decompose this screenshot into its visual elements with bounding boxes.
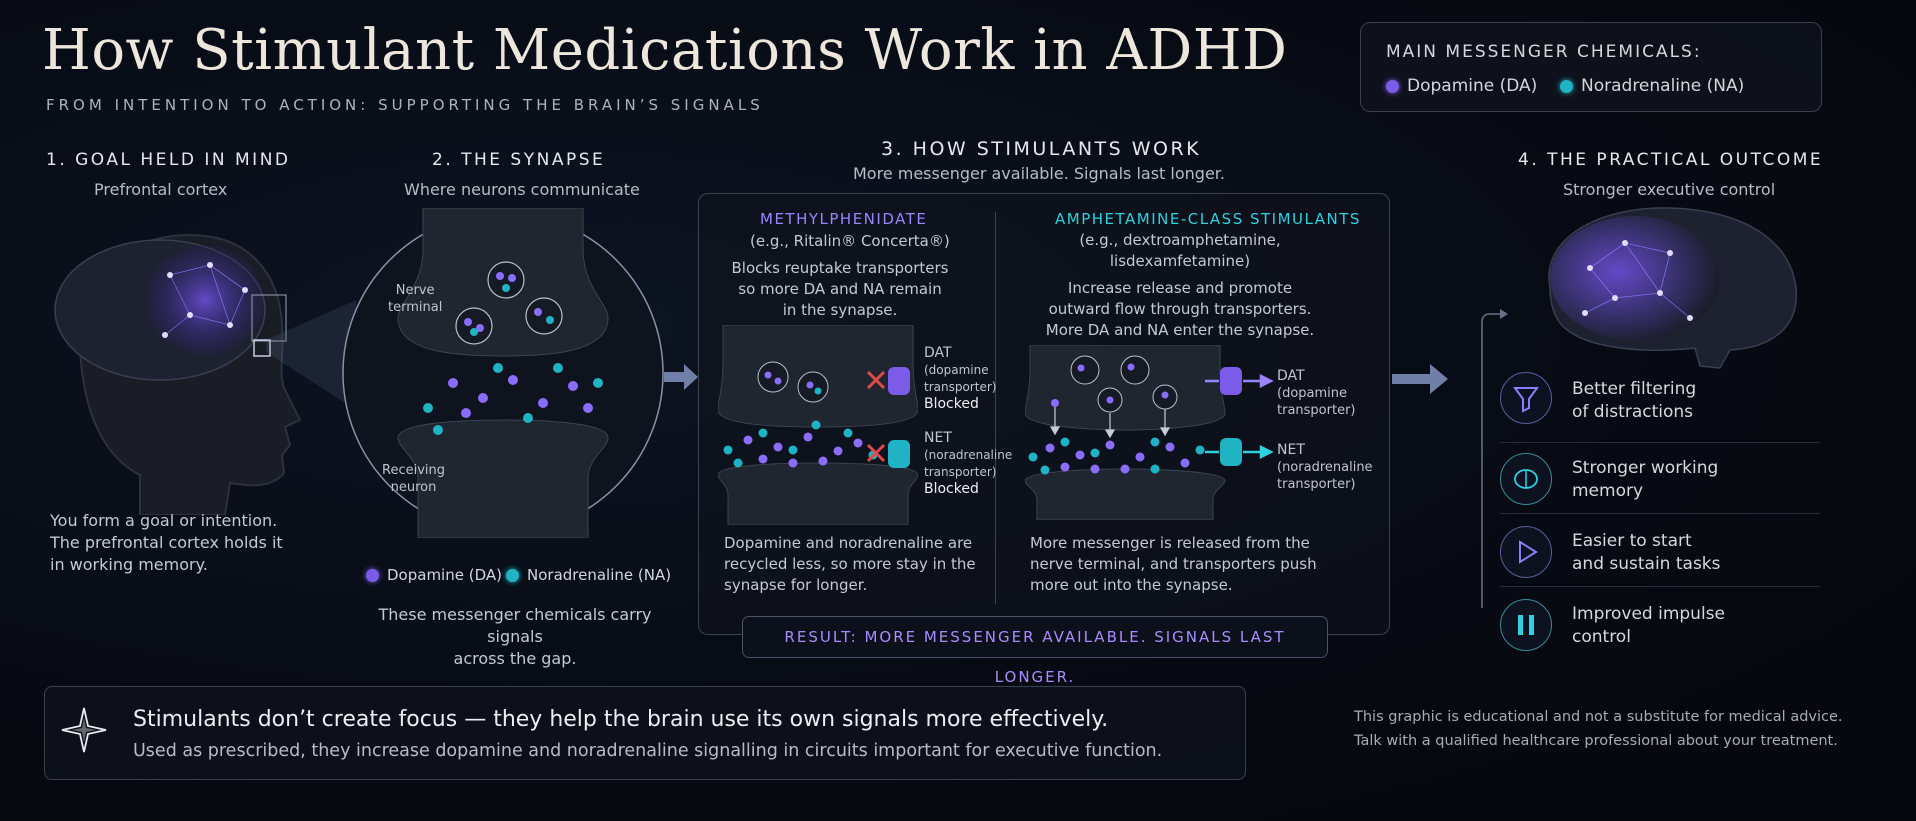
medical-disclaimer: This graphic is educational and not a su… xyxy=(1354,709,1843,749)
outcome-list: Better filtering of distractions Stronge… xyxy=(1500,372,1820,659)
dopamine-dot-icon xyxy=(366,569,379,582)
legend-item-noradrenaline: Noradrenaline (NA) xyxy=(1560,76,1744,96)
brain-icon xyxy=(1500,453,1552,505)
amphetamine-dat-label: DAT (dopamine transporter) xyxy=(1277,368,1356,418)
section3-heading: 3. HOW STIMULANTS WORK xyxy=(881,138,1202,160)
section2-subheading: Where neurons communicate xyxy=(404,180,640,199)
arrow-right-icon xyxy=(664,364,698,390)
brain-illustration xyxy=(1548,207,1798,369)
net-blocked-status: Blocked xyxy=(924,481,979,497)
filter-icon xyxy=(1500,372,1552,424)
nerve-terminal-label: Nerve terminal xyxy=(388,283,443,315)
amphetamine-footer: More messenger is released from the nerv… xyxy=(1030,534,1317,594)
methylphenidate-description: Blocks reuptake transporters so more DA … xyxy=(731,259,949,319)
amphetamine-examples: (e.g., dextroamphetamine, lisdexamfetami… xyxy=(1079,231,1281,270)
methylphenidate-examples: (e.g., Ritalin® Concerta®) xyxy=(750,232,950,250)
result-banner: RESULT: MORE MESSENGER AVAILABLE. SIGNAL… xyxy=(742,616,1328,686)
divider xyxy=(1500,586,1820,587)
section4-heading: 4. THE PRACTICAL OUTCOME xyxy=(1518,150,1824,170)
list-item: Improved impulse control xyxy=(1500,587,1820,659)
zoom-connector xyxy=(266,300,356,410)
panel-divider xyxy=(995,212,996,604)
page-title: How Stimulant Medications Work in ADHD xyxy=(42,18,1288,83)
methylphenidate-footer: Dopamine and noradrenaline are recycled … xyxy=(724,534,976,594)
methylphenidate-title: METHYLPHENIDATE xyxy=(760,210,928,228)
outcome-bracket xyxy=(1481,309,1508,608)
section1-body: You form a goal or intention. The prefro… xyxy=(50,511,283,574)
noradrenaline-dot-icon xyxy=(1560,79,1573,93)
legend-item-dopamine: Dopamine (DA) xyxy=(1386,76,1537,96)
divider xyxy=(1500,442,1820,443)
section4-subheading: Stronger executive control xyxy=(1563,180,1776,199)
amphetamine-synapse-illustration xyxy=(1025,345,1274,520)
list-item: Better filtering of distractions xyxy=(1500,372,1820,442)
receiving-neuron-label: Receiving neuron xyxy=(382,463,446,495)
dopamine-dot-icon xyxy=(1386,79,1399,93)
key-message-detail: Used as prescribed, they increase dopami… xyxy=(133,741,1163,761)
key-message-headline: Stimulants don’t create focus — they hel… xyxy=(133,707,1109,732)
methylphenidate-net-label: NET (noradrenaline transporter) Blocked xyxy=(924,430,1013,497)
section1-heading: 1. GOAL HELD IN MIND xyxy=(46,150,291,170)
divider xyxy=(1500,513,1820,514)
amphetamine-net-label: NET (noradrenaline transporter) xyxy=(1277,442,1373,492)
synapse-illustration xyxy=(342,208,664,538)
methylphenidate-dat-label: DAT (dopamine transporter) Blocked xyxy=(924,345,997,412)
pause-icon xyxy=(1500,599,1552,651)
synapse-legend-dopamine: Dopamine (DA) xyxy=(366,566,502,584)
page-subtitle: FROM INTENTION TO ACTION: SUPPORTING THE… xyxy=(46,96,764,114)
arrow-right-icon xyxy=(1392,364,1448,394)
methylphenidate-synapse-illustration xyxy=(718,325,918,525)
noradrenaline-dot-icon xyxy=(506,569,519,582)
section3-subheading: More messenger available. Signals last l… xyxy=(853,164,1225,183)
dat-blocked-status: Blocked xyxy=(924,396,979,412)
amphetamine-title: AMPHETAMINE-CLASS STIMULANTS xyxy=(1055,210,1361,228)
section2-body: These messenger chemicals carry signals … xyxy=(378,605,652,668)
amphetamine-description: Increase release and promote outward flo… xyxy=(1045,279,1315,339)
key-message-box xyxy=(44,686,1246,780)
legend-title: MAIN MESSENGER CHEMICALS: xyxy=(1386,42,1702,62)
head-brain-illustration xyxy=(54,233,302,515)
star-icon xyxy=(61,707,107,753)
section2-heading: 2. THE SYNAPSE xyxy=(432,150,606,170)
section1-subheading: Prefrontal cortex xyxy=(94,180,228,199)
chemicals-legend xyxy=(1360,22,1822,112)
list-item: Easier to start and sustain tasks xyxy=(1500,514,1820,586)
play-icon xyxy=(1500,526,1552,578)
synapse-legend-noradrenaline: Noradrenaline (NA) xyxy=(506,566,671,584)
list-item: Stronger working memory xyxy=(1500,443,1820,513)
